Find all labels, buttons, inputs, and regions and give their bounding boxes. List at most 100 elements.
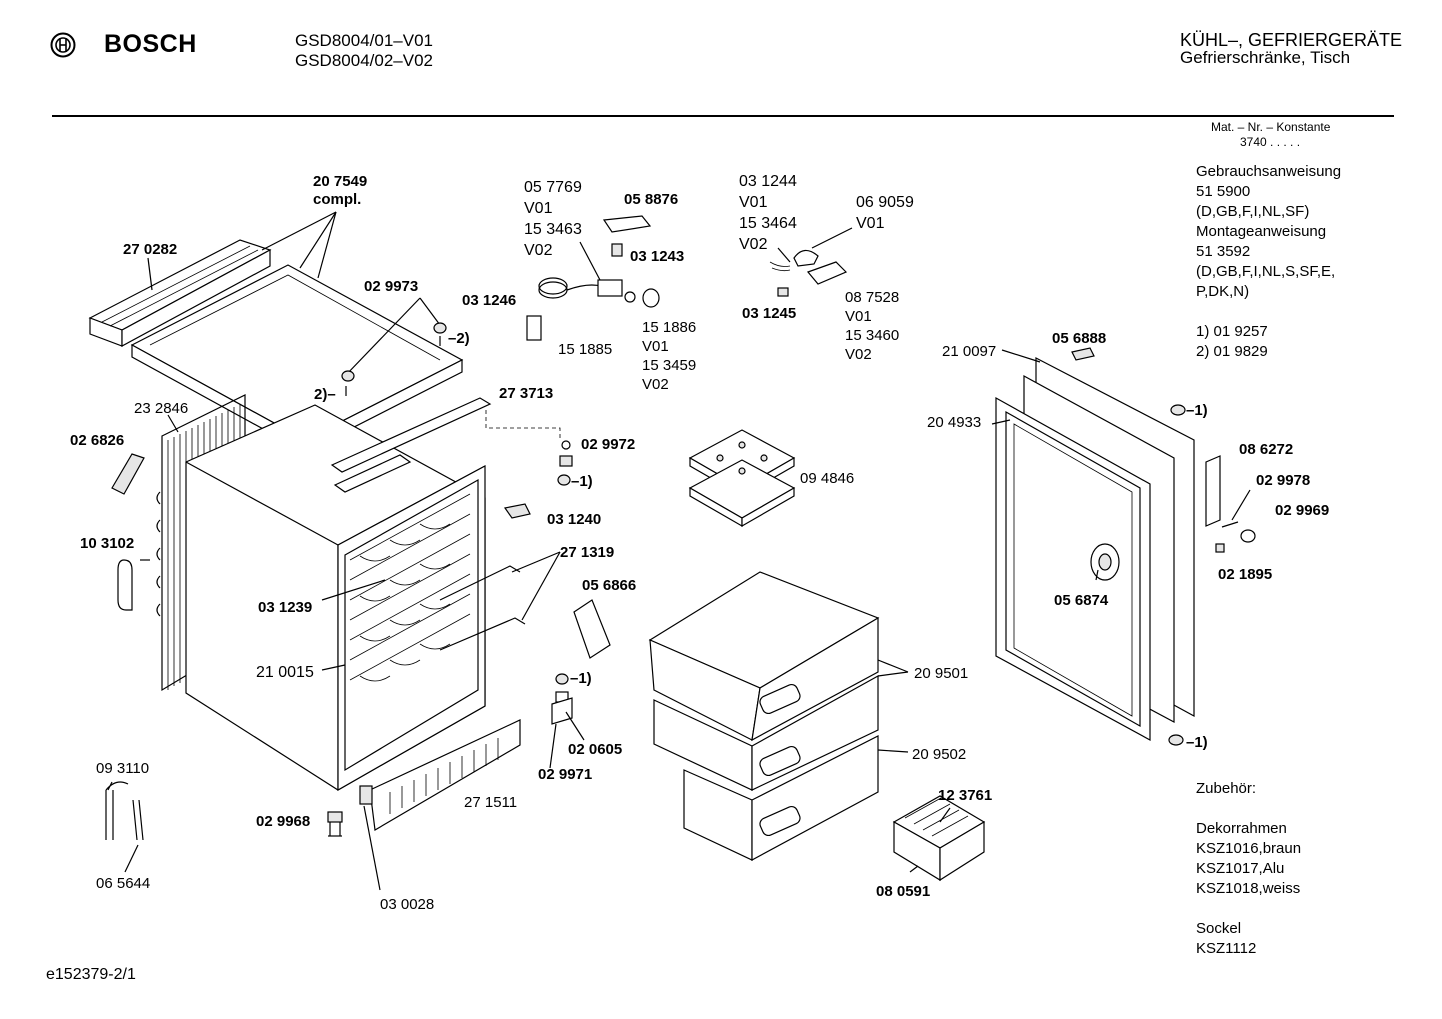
doc-line: (D,GB,F,I,NL,S,SF,E, <box>1196 263 1336 280</box>
part-label: V02 <box>524 242 553 259</box>
cabinet-body <box>185 404 486 792</box>
footnote-ref: –2) <box>448 330 470 347</box>
part-label: 05 6866 <box>582 577 637 594</box>
part-label: 15 3460 <box>845 327 900 344</box>
ice-tray <box>892 795 986 882</box>
leader-line <box>1231 489 1251 521</box>
part-label: compl. <box>313 191 362 208</box>
top-grille <box>88 239 272 348</box>
footnote-ref: 2)– <box>314 386 336 403</box>
thermostat-assembly <box>526 215 660 341</box>
leader-line <box>877 659 909 673</box>
sockel-line: KSZ1112 <box>1196 940 1257 957</box>
part-label: 20 7549 <box>313 173 368 190</box>
part-label: 03 1243 <box>630 248 685 265</box>
part-label: 20 4933 <box>927 414 982 431</box>
part-label: 02 0605 <box>568 741 623 758</box>
part-label: 05 6874 <box>1054 592 1109 609</box>
part-label: 27 1511 <box>464 794 518 811</box>
part-label: V01 <box>739 194 768 211</box>
part-label: 09 4846 <box>800 470 855 487</box>
leader-line <box>565 711 585 741</box>
leader-line <box>317 211 337 279</box>
leader-line <box>344 297 421 377</box>
leader-line <box>549 723 557 769</box>
part-label: 03 1240 <box>547 511 602 528</box>
part-label: V02 <box>845 346 872 363</box>
part-label: 02 1895 <box>1218 566 1273 583</box>
drawing-code: e152379-2/1 <box>46 966 136 983</box>
doc-line: P,DK,N) <box>1196 283 1250 300</box>
part-label: 15 1886 <box>642 319 697 336</box>
doc-line: Montageanweisung <box>1196 223 1327 240</box>
part-label: 03 1239 <box>258 599 313 616</box>
leader-line <box>107 781 113 791</box>
part-label: 02 6826 <box>70 432 125 449</box>
part-label: 02 9968 <box>256 813 311 830</box>
part-label: 02 9978 <box>1256 472 1311 489</box>
leader-line <box>299 211 337 269</box>
part-label: 02 9973 <box>364 278 419 295</box>
part-label: 03 1245 <box>742 305 797 322</box>
mat-nr-value: 3740 . . . . . <box>1240 135 1301 149</box>
part-label: 05 6888 <box>1052 330 1107 347</box>
brand-name: BOSCH <box>104 30 197 58</box>
accessory-line: KSZ1017,Alu <box>1196 860 1285 877</box>
leader-line <box>811 227 853 249</box>
leader-line <box>419 297 441 326</box>
leader-line <box>321 579 386 601</box>
leader-line <box>167 414 179 433</box>
zubehoer-heading: Zubehör: <box>1196 780 1257 797</box>
part-label: 03 0028 <box>380 896 435 913</box>
kick-plate <box>359 719 521 831</box>
leader-line <box>877 671 909 677</box>
leader-line <box>521 551 561 621</box>
part-label: 06 9059 <box>856 194 914 211</box>
leader-line <box>511 551 561 573</box>
mat-nr-label: Mat. – Nr. – Konstante <box>1211 120 1331 134</box>
freezer-drawers <box>648 571 909 862</box>
footnote-ref: –1) <box>1186 402 1208 419</box>
part-label: 12 3761 <box>938 787 993 804</box>
part-label: V02 <box>739 236 768 253</box>
part-label: 09 3110 <box>96 760 150 777</box>
doc-line: (D,GB,F,I,NL,SF) <box>1196 203 1310 220</box>
leader-line <box>939 807 951 823</box>
part-label: V02 <box>642 376 669 393</box>
part-label: 03 1244 <box>739 173 797 190</box>
leader-line <box>261 211 337 251</box>
switch-assembly <box>769 227 853 297</box>
part-label: 05 7769 <box>524 179 582 196</box>
footnote: 2) 01 9829 <box>1196 343 1268 360</box>
leader-line <box>991 419 1011 425</box>
footnote-ref: –1) <box>1186 734 1208 751</box>
part-label: 20 9502 <box>912 746 967 763</box>
doc-line: 51 3592 <box>1196 243 1251 260</box>
part-label: 05 8876 <box>624 191 679 208</box>
part-label: 27 0282 <box>123 241 178 258</box>
accessory-line: KSZ1018,weiss <box>1196 880 1301 897</box>
header-divider <box>52 115 1394 117</box>
part-label: 21 0097 <box>942 343 997 360</box>
accessory-line: Dekorrahmen <box>1196 820 1287 837</box>
part-label: 02 9969 <box>1275 502 1330 519</box>
part-label: V01 <box>524 200 553 217</box>
sockel-line: Sockel <box>1196 920 1242 937</box>
part-label: V01 <box>642 338 669 355</box>
leader-line <box>147 257 153 291</box>
model-line-2: GSD8004/02–V02 <box>295 51 433 70</box>
leader-line <box>877 749 909 753</box>
doc-line: 51 5900 <box>1196 183 1251 200</box>
part-label: 23 2846 <box>134 400 189 417</box>
accessory-line: KSZ1016,braun <box>1196 840 1302 857</box>
part-label: 15 3463 <box>524 221 582 238</box>
category-title: KÜHL–, GEFRIERGERÄTE <box>1180 30 1403 50</box>
leader-line <box>321 664 346 671</box>
part-label: 08 0591 <box>876 883 931 900</box>
part-label: 21 0015 <box>256 664 314 681</box>
part-label: 03 1246 <box>462 292 517 309</box>
part-label: 15 3459 <box>642 357 697 374</box>
part-label: 20 9501 <box>914 665 969 682</box>
freezer-door <box>991 347 1195 742</box>
